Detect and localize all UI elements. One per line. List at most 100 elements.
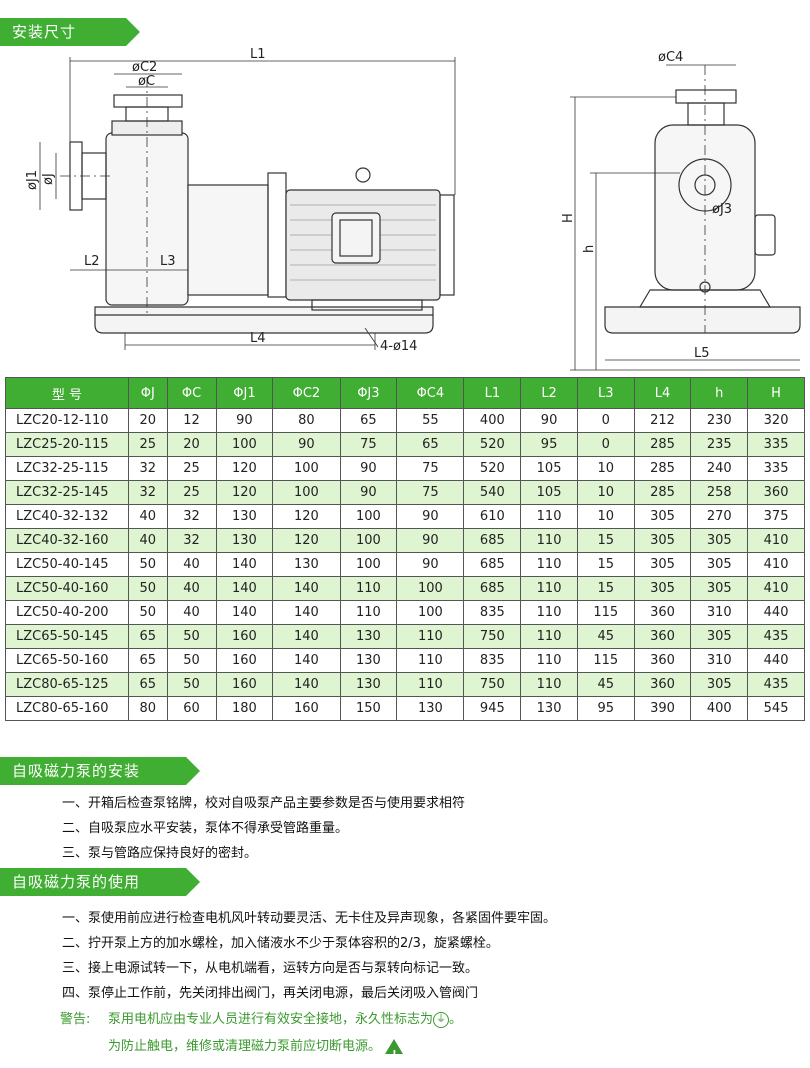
value-cell: 90 xyxy=(215,408,274,433)
value-cell: 258 xyxy=(690,480,749,505)
value-cell: 110 xyxy=(396,624,465,649)
value-cell: 45 xyxy=(576,624,635,649)
value-cell: 360 xyxy=(633,648,692,673)
value-cell: 100 xyxy=(339,552,398,577)
value-cell: 140 xyxy=(215,552,274,577)
model-cell: LZC40-32-132 xyxy=(5,504,129,529)
value-cell: 10 xyxy=(576,504,635,529)
label-holes: 4-ø14 xyxy=(380,339,417,354)
value-cell: 360 xyxy=(633,600,692,625)
header-phiC4: ΦC4 xyxy=(396,377,465,409)
value-cell: 115 xyxy=(576,600,635,625)
value-cell: 25 xyxy=(166,456,217,481)
value-cell: 65 xyxy=(128,672,168,697)
value-cell: 90 xyxy=(396,528,465,553)
header-phiJ1: ΦJ1 xyxy=(215,377,274,409)
value-cell: 230 xyxy=(690,408,749,433)
value-cell: 750 xyxy=(463,624,522,649)
value-cell: 305 xyxy=(690,576,749,601)
value-cell: 410 xyxy=(747,576,805,601)
model-cell: LZC32-25-115 xyxy=(5,456,129,481)
label-phiJ: øJ xyxy=(41,173,56,185)
value-cell: 305 xyxy=(690,528,749,553)
value-cell: 110 xyxy=(520,504,578,529)
value-cell: 110 xyxy=(396,672,465,697)
value-cell: 685 xyxy=(463,576,522,601)
model-cell: LZC25-20-115 xyxy=(5,432,129,457)
value-cell: 180 xyxy=(215,696,274,721)
value-cell: 130 xyxy=(215,528,274,553)
usage-item: 一、泵使用前应进行检查电机风叶转动要灵活、无卡住及异声现象，各紧固件要牢固。 xyxy=(62,911,557,926)
model-cell: LZC80-65-160 xyxy=(5,696,129,721)
value-cell: 305 xyxy=(690,552,749,577)
ground-symbol-icon: ⏚ xyxy=(433,1011,450,1028)
value-cell: 520 xyxy=(463,456,522,481)
value-cell: 80 xyxy=(272,408,341,433)
value-cell: 335 xyxy=(747,456,805,481)
value-cell: 50 xyxy=(128,552,168,577)
value-cell: 100 xyxy=(272,480,341,505)
value-cell: 0 xyxy=(576,432,635,457)
value-cell: 105 xyxy=(520,480,578,505)
value-cell: 32 xyxy=(166,528,217,553)
value-cell: 110 xyxy=(520,576,578,601)
value-cell: 110 xyxy=(520,672,578,697)
value-cell: 360 xyxy=(633,624,692,649)
value-cell: 110 xyxy=(339,576,398,601)
value-cell: 15 xyxy=(576,528,635,553)
installation-list: 一、开箱后检查泵铭牌，校对自吸泵产品主要参数是否与使用要求相符 二、自吸泵应水平… xyxy=(62,791,465,866)
warning-text-1: 泵用电机应由专业人员进行有效安全接地，永久性标志为 xyxy=(108,1012,434,1027)
model-cell: LZC50-40-200 xyxy=(5,600,129,625)
value-cell: 40 xyxy=(166,552,217,577)
usage-list: 一、泵使用前应进行检查电机风叶转动要灵活、无卡住及异声现象，各紧固件要牢固。 二… xyxy=(62,906,556,1006)
value-cell: 360 xyxy=(747,480,805,505)
value-cell: 20 xyxy=(128,408,168,433)
value-cell: 160 xyxy=(215,624,274,649)
value-cell: 270 xyxy=(690,504,749,529)
value-cell: 110 xyxy=(520,600,578,625)
label-phiC2: øC2 xyxy=(132,60,157,75)
value-cell: 65 xyxy=(128,648,168,673)
value-cell: 945 xyxy=(463,696,522,721)
value-cell: 75 xyxy=(396,480,465,505)
value-cell: 435 xyxy=(747,624,805,649)
warning-block: 警告:泵用电机应由专业人员进行有效安全接地，永久性标志为⏚。 为防止触电，维修或… xyxy=(60,1006,462,1060)
warning-text-2: 为防止触电，维修或清理磁力泵前应切断电源。 xyxy=(108,1039,382,1054)
value-cell: 305 xyxy=(633,504,692,529)
warning-line-1: 警告:泵用电机应由专业人员进行有效安全接地，永久性标志为⏚。 xyxy=(60,1006,462,1033)
value-cell: 95 xyxy=(520,432,578,457)
value-cell: 160 xyxy=(215,648,274,673)
installation-item: 三、泵与管路应保持良好的密封。 xyxy=(62,846,258,861)
value-cell: 40 xyxy=(166,600,217,625)
value-cell: 440 xyxy=(747,600,805,625)
value-cell: 140 xyxy=(215,576,274,601)
value-cell: 75 xyxy=(396,456,465,481)
section-usage: 自吸磁力泵的使用 xyxy=(0,868,200,896)
value-cell: 65 xyxy=(128,624,168,649)
value-cell: 45 xyxy=(576,672,635,697)
value-cell: 390 xyxy=(633,696,692,721)
value-cell: 50 xyxy=(166,648,217,673)
label-H: H xyxy=(561,213,576,223)
value-cell: 285 xyxy=(633,432,692,457)
spec-table-header: 型 号 ΦJ ΦC ΦJ1 ΦC2 ΦJ3 ΦC4 L1 L2 L3 L4 h … xyxy=(5,377,805,409)
header-H: H xyxy=(747,377,805,409)
value-cell: 40 xyxy=(166,576,217,601)
value-cell: 50 xyxy=(128,600,168,625)
model-cell: LZC80-65-125 xyxy=(5,672,129,697)
value-cell: 32 xyxy=(128,480,168,505)
value-cell: 40 xyxy=(128,504,168,529)
warning-triangle-icon: ! xyxy=(385,1039,404,1060)
usage-item: 二、拧开泵上方的加水螺栓，加入储液水不少于泵体容积的2/3，旋紧螺栓。 xyxy=(62,936,499,951)
label-phiJ3: øJ3 xyxy=(712,202,732,217)
label-phiC4: øC4 xyxy=(658,50,683,65)
value-cell: 130 xyxy=(339,624,398,649)
value-cell: 115 xyxy=(576,648,635,673)
